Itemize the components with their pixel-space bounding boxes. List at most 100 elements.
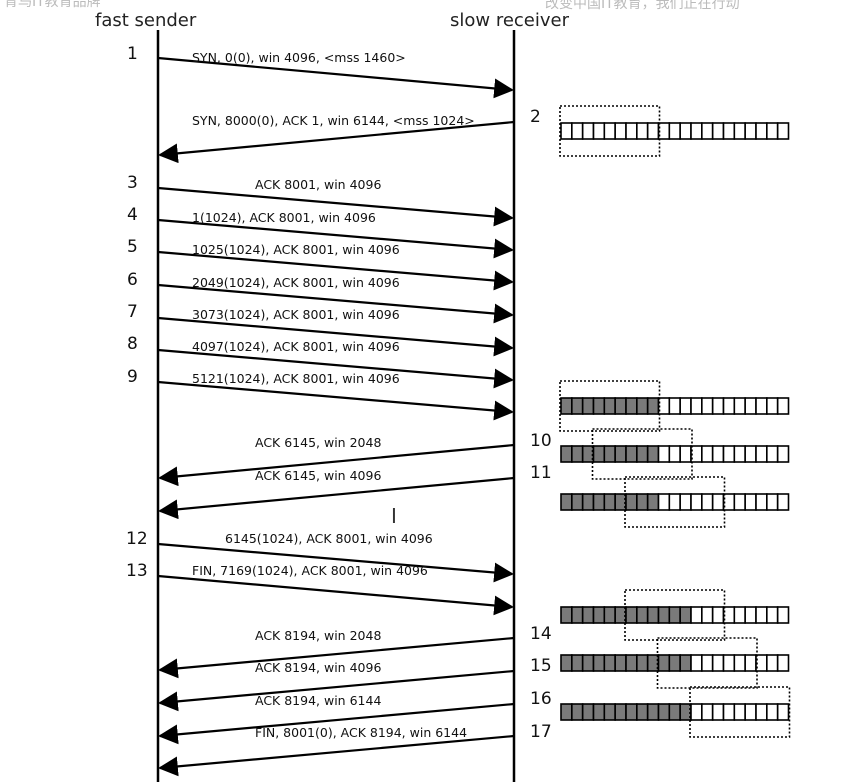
buffer-cell-filled	[592, 703, 606, 721]
buffer-cell-filled	[571, 397, 584, 415]
buffer-cell-empty	[722, 445, 736, 463]
buffer-cell-filled	[668, 654, 681, 672]
buffer-cell-empty	[657, 445, 671, 463]
segment-arrow-11	[158, 476, 515, 520]
window-outline	[624, 476, 726, 528]
buffer-cell-empty	[711, 703, 725, 721]
window-outline	[624, 589, 726, 641]
buffer-cell-filled	[625, 654, 638, 672]
buffer-cell-empty	[733, 397, 746, 415]
segment-arrow-16	[158, 702, 515, 745]
segment-arrow-8	[157, 348, 514, 389]
buffer-cell-empty	[679, 445, 692, 463]
segment-label-10: ACK 6145, win 2048	[255, 435, 381, 450]
buffer-cell-empty	[592, 122, 606, 140]
buffer-cell-filled	[560, 493, 573, 511]
buffer-cell-empty	[690, 606, 703, 624]
buffer-cell-empty	[755, 493, 768, 511]
buffer-cell-empty	[614, 122, 627, 140]
buffer-cell-filled	[560, 606, 573, 624]
buffer-cell-filled	[614, 445, 627, 463]
buffer-cell-empty	[657, 493, 671, 511]
buffer-cell-empty	[766, 654, 779, 672]
window-outline	[559, 380, 661, 432]
buffer-cell-filled	[625, 606, 638, 624]
segment-arrow-17	[158, 734, 515, 777]
receive-buffers	[559, 105, 791, 738]
segment-number-5: 5	[127, 237, 138, 257]
buffer-cell-empty	[711, 122, 725, 140]
segment-label-15: ACK 8194, win 4096	[255, 660, 381, 675]
window-outline	[656, 637, 758, 689]
buffer-cell-empty	[679, 493, 692, 511]
text-cursor-icon: I	[391, 504, 397, 528]
buffer-cell-filled	[679, 606, 692, 624]
segment-number-10: 10	[530, 431, 552, 451]
buffer-cell-filled	[603, 493, 616, 511]
buffer-cell-empty	[733, 703, 746, 721]
buffer-cell-filled	[603, 445, 616, 463]
segment-label-3: ACK 8001, win 4096	[255, 177, 381, 192]
segment-label-5: 1025(1024), ACK 8001, win 4096	[192, 242, 400, 257]
buffer-cell-empty	[733, 606, 746, 624]
buffer-cell-empty	[690, 493, 703, 511]
buffer-cell-filled	[581, 397, 595, 415]
buffer-cell-empty	[744, 606, 757, 624]
buffer-cell-empty	[766, 122, 779, 140]
segment-label-17: FIN, 8001(0), ACK 8194, win 6144	[255, 725, 467, 740]
window-outline	[591, 428, 693, 480]
segment-arrow-15	[158, 669, 515, 712]
buffer-cell-filled	[679, 654, 692, 672]
buffer-cell-empty	[744, 122, 757, 140]
buffer-cell-filled	[625, 397, 638, 415]
segment-arrow-4	[157, 218, 514, 259]
buffer-cell-empty	[701, 606, 714, 624]
buffer-cell-filled	[636, 493, 649, 511]
buffer-cell-filled	[625, 703, 638, 721]
buffer-cell-filled	[668, 703, 681, 721]
buffer-cell-filled	[668, 606, 681, 624]
buffer-cell-filled	[636, 654, 649, 672]
buffer-cell-filled	[581, 606, 595, 624]
buffer-cell-empty	[722, 654, 736, 672]
segment-number-17: 17	[530, 722, 552, 742]
buffer-cell-empty	[722, 122, 736, 140]
buffer-cell-filled	[571, 493, 584, 511]
segment-arrow-13	[157, 574, 514, 616]
buffer-cell-empty	[722, 397, 736, 415]
buffer-4	[560, 476, 790, 528]
buffer-cell-empty	[755, 397, 768, 415]
buffer-cell-filled	[657, 703, 671, 721]
buffer-cell-filled	[657, 606, 671, 624]
buffer-cell-filled	[560, 703, 573, 721]
buffer-cell-filled	[614, 703, 627, 721]
segment-number-1: 1	[127, 44, 138, 64]
buffer-cell-empty	[711, 397, 725, 415]
buffer-cell-filled	[560, 397, 573, 415]
segment-number-11: 11	[530, 463, 552, 483]
segment-number-12: 12	[126, 529, 148, 549]
segment-arrow-9	[157, 380, 514, 421]
buffer-cell-empty	[744, 397, 757, 415]
segment-label-1: SYN, 0(0), win 4096, <mss 1460>	[192, 50, 406, 65]
buffer-cell-filled	[636, 397, 649, 415]
buffer-cell-empty	[722, 703, 736, 721]
buffer-cell-empty	[690, 122, 703, 140]
segment-arrow-12	[157, 542, 514, 583]
segment-number-16: 16	[530, 689, 552, 709]
segment-label-9: 5121(1024), ACK 8001, win 4096	[192, 371, 400, 386]
buffer-cell-empty	[571, 122, 584, 140]
buffer-cell-filled	[614, 397, 627, 415]
segment-number-2: 2	[530, 107, 541, 127]
segment-label-14: ACK 8194, win 2048	[255, 628, 381, 643]
buffer-cell-empty	[636, 122, 649, 140]
segment-arrow-7	[157, 316, 514, 357]
segment-arrow-5	[157, 250, 514, 291]
buffer-cell-empty	[766, 397, 779, 415]
buffer-cell-empty	[755, 606, 768, 624]
buffer-cell-filled	[625, 445, 638, 463]
buffer-cell-filled	[636, 606, 649, 624]
buffer-cell-empty	[646, 122, 660, 140]
